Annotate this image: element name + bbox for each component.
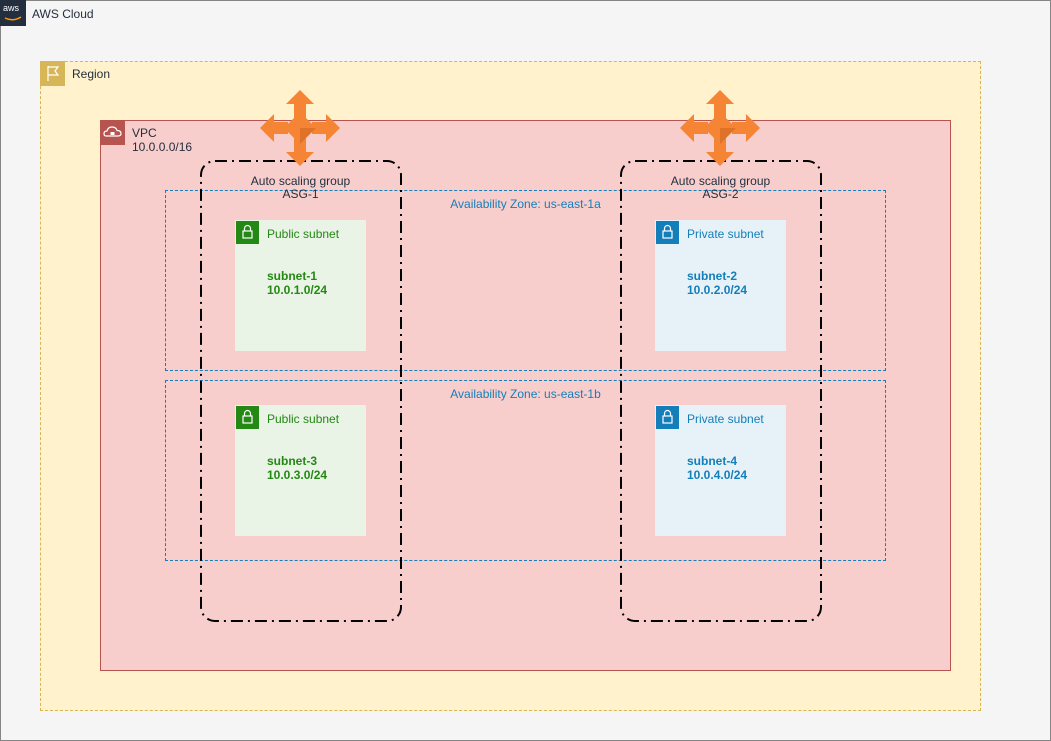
- aws-cloud-label: AWS Cloud: [32, 7, 94, 21]
- lock-icon: [236, 221, 259, 244]
- lock-icon: [236, 406, 259, 429]
- asg-1-box: [200, 160, 402, 622]
- subnet-1-name: subnet-1: [267, 269, 318, 283]
- vpc-label: VPC 10.0.0.0/16: [132, 126, 192, 154]
- subnet-2-cidr: 10.0.2.0/24: [687, 283, 748, 297]
- subnet-3-cidr: 10.0.3.0/24: [267, 468, 328, 482]
- subnet-3-type: Public subnet: [267, 412, 340, 426]
- subnet-2-name: subnet-2: [687, 269, 738, 283]
- subnet-4-name: subnet-4: [687, 454, 738, 468]
- availability-zone-1b: [165, 380, 886, 561]
- auto-scaling-arrows-icon: [680, 90, 760, 166]
- subnet-1-type: Public subnet: [267, 227, 340, 241]
- aws-logo-icon: aws: [0, 0, 26, 26]
- asg-1-label: Auto scaling group ASG-1: [200, 175, 401, 201]
- asg-1-title: Auto scaling group: [250, 174, 351, 188]
- subnet-4-type: Private subnet: [687, 412, 764, 426]
- availability-zone-1a-label: Availability Zone: us-east-1a: [450, 197, 601, 211]
- asg-2-name: ASG-2: [702, 187, 739, 201]
- vpc-cidr: 10.0.0.0/16: [132, 140, 193, 154]
- subnet-2-type: Private subnet: [687, 227, 764, 241]
- subnet-2-details: subnet-2 10.0.2.0/24: [687, 269, 747, 297]
- subnet-4-cidr: 10.0.4.0/24: [687, 468, 748, 482]
- availability-zone-1b-label: Availability Zone: us-east-1b: [450, 387, 601, 401]
- asg-2-title: Auto scaling group: [670, 174, 771, 188]
- subnet-4-details: subnet-4 10.0.4.0/24: [687, 454, 747, 482]
- asg-1-name: ASG-1: [282, 187, 319, 201]
- vpc-title: VPC: [132, 126, 157, 140]
- asg-2-box: [620, 160, 822, 622]
- lock-icon: [656, 221, 679, 244]
- auto-scaling-arrows-icon: [260, 90, 340, 166]
- region-flag-icon: [40, 61, 65, 86]
- subnet-1-cidr: 10.0.1.0/24: [267, 283, 328, 297]
- subnet-3-details: subnet-3 10.0.3.0/24: [267, 454, 327, 482]
- vpc-cloud-lock-icon: [100, 120, 125, 145]
- region-label: Region: [72, 67, 111, 81]
- subnet-3-name: subnet-3: [267, 454, 318, 468]
- asg-2-label: Auto scaling group ASG-2: [620, 175, 821, 201]
- vpc-group: [100, 120, 951, 671]
- availability-zone-1a: [165, 190, 886, 371]
- lock-icon: [656, 406, 679, 429]
- subnet-1-details: subnet-1 10.0.1.0/24: [267, 269, 327, 297]
